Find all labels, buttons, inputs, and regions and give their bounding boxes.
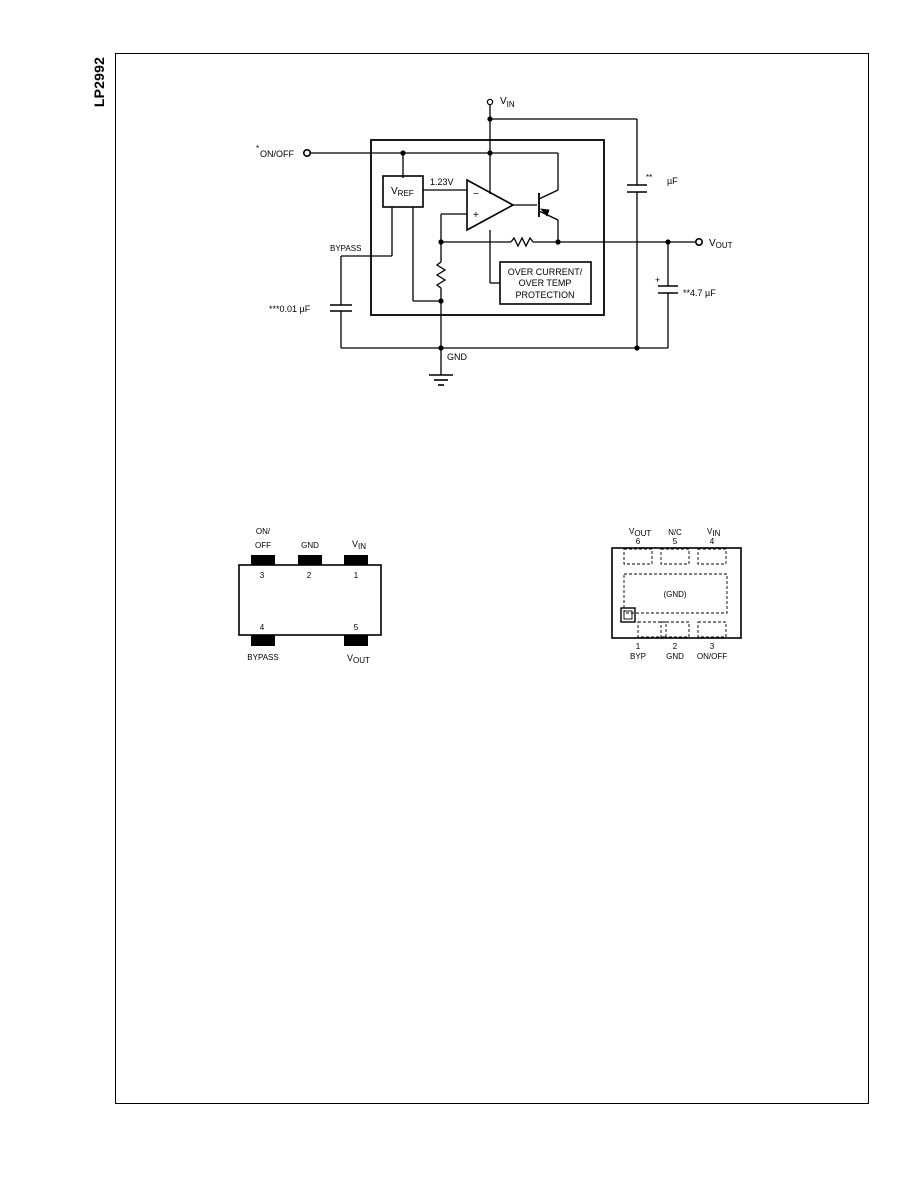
sot23-pin2-name: GND [301, 541, 319, 550]
sot23-pin3-name-1: ON/ [256, 527, 271, 536]
vout-label: VOUT [709, 238, 733, 250]
protection-line-2: OVER TEMP [519, 278, 572, 288]
vout-terminal [694, 238, 703, 247]
onoff-mark: * [256, 144, 259, 153]
llp-pin6-number: 6 [636, 537, 641, 546]
sot23-pin3-name-2: OFF [255, 541, 271, 550]
sot23-pin-5 [344, 635, 368, 646]
input-cap-unit: µF [667, 176, 678, 186]
onoff-label: ON/OFF [260, 149, 294, 159]
sot23-pin5-number: 5 [354, 623, 359, 632]
amp-plus-label: + [473, 210, 479, 221]
sot23-pin5-name: VOUT [347, 653, 370, 665]
llp-pin1-number: 1 [636, 642, 641, 651]
onoff-terminal [302, 149, 311, 158]
llp-pin5-name: N/C [668, 528, 682, 537]
sot23-pin2-number: 2 [307, 571, 312, 580]
bypass-cap-label: ***0.01 µF [269, 304, 311, 314]
sot23-pin1-number: 1 [354, 571, 359, 580]
sot23-labels: ON/ OFF GND VIN 3 2 1 4 5 BYPASS VOUT [247, 527, 370, 665]
block-diagram [302, 98, 703, 386]
protection-line-1: OVER CURRENT/ [508, 267, 583, 277]
output-cap-polarity: + [655, 275, 660, 285]
ic-outline [370, 139, 605, 316]
vref-label: VREF [391, 186, 414, 198]
sot23-pin3-number: 3 [260, 571, 265, 580]
sot23-pin1-name: VIN [352, 539, 366, 551]
sot23-pin-4 [251, 635, 275, 646]
vin-terminal [486, 98, 494, 106]
sot23-pin-2 [298, 555, 322, 565]
llp-pin3-number: 3 [710, 642, 715, 651]
llp-pin1-name: BYP [630, 652, 646, 661]
block-diagram-labels: VIN * ON/OFF VREF 1.23V − + OVER CURRENT… [256, 96, 733, 362]
llp-pad-2 [660, 621, 690, 638]
protection-line-3: PROTECTION [515, 290, 574, 300]
ref-voltage-label: 1.23V [430, 177, 454, 187]
llp-exposed-pad [623, 573, 728, 614]
amp-minus-label: − [473, 189, 479, 200]
sot23-pin-3 [251, 555, 275, 565]
llp-pad-1 [637, 621, 667, 638]
llp-pad-5 [660, 548, 690, 565]
llp-body [611, 547, 742, 639]
gnd-label: GND [447, 352, 468, 362]
llp-pin4-name: VIN [707, 527, 721, 538]
sot23-pin4-name: BYPASS [247, 653, 278, 662]
llp-pad-4 [697, 548, 727, 565]
input-cap-mark: ** [646, 173, 652, 182]
page-frame [115, 53, 869, 1104]
llp-pin1-marker [620, 607, 636, 623]
error-amplifier [466, 178, 515, 232]
vin-label: VIN [500, 96, 515, 109]
llp-center-label: (GND) [663, 590, 686, 599]
sot23-pin-1 [344, 555, 368, 565]
llp-pin3-name: ON/OFF [697, 652, 727, 661]
llp-pad-3 [697, 621, 727, 638]
sot23-pin4-number: 4 [260, 623, 265, 632]
llp-package [611, 547, 742, 639]
output-cap-label: **4.7 µF [683, 288, 716, 298]
vref-block [382, 175, 424, 208]
llp-pin2-name: GND [666, 652, 684, 661]
feedback-resistor-bottom [435, 261, 447, 289]
llp-pin5-number: 5 [673, 537, 678, 546]
llp-pin2-number: 2 [673, 642, 678, 651]
protection-block [499, 261, 592, 305]
bypass-label: BYPASS [330, 244, 361, 253]
llp-labels: VOUT 6 N/C 5 VIN 4 (GND) 1 BYP 2 GND 3 O… [629, 527, 727, 661]
llp-pin4-number: 4 [710, 537, 715, 546]
llp-pad-6 [623, 548, 653, 565]
llp-pin6-name: VOUT [629, 527, 651, 538]
feedback-resistor-top [510, 236, 534, 248]
sot23-package [238, 555, 382, 646]
